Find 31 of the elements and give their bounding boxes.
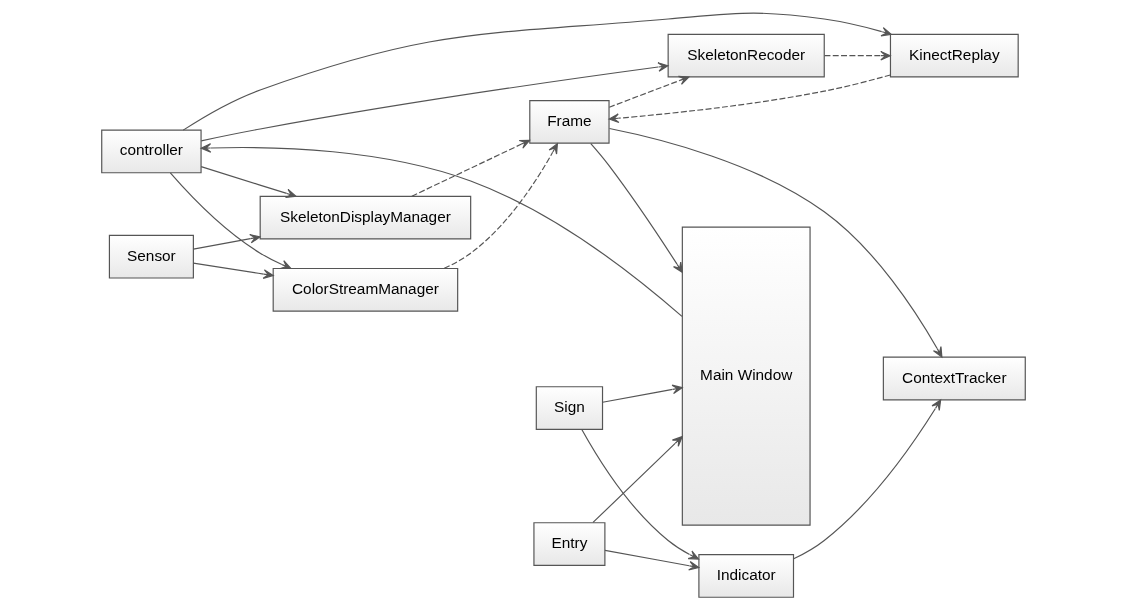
arrow xyxy=(823,50,891,61)
node-box: controller xyxy=(100,129,202,174)
node-box: Indicator xyxy=(697,554,794,598)
arrow xyxy=(608,127,942,358)
arrow xyxy=(192,233,260,250)
node-box: Frame xyxy=(528,100,610,144)
arrow xyxy=(608,74,891,124)
node-box: SkeletonDisplayManager xyxy=(259,195,471,240)
node-box: ColorStreamManager xyxy=(272,267,458,312)
arrow xyxy=(608,75,689,108)
arrow xyxy=(792,399,941,560)
arrow xyxy=(169,172,291,270)
node-box: Main Window xyxy=(681,226,811,526)
node-box: SkeletonRecoder xyxy=(667,33,825,78)
arrow xyxy=(591,436,683,524)
node-box: Entry xyxy=(532,522,605,566)
node-box: Sensor xyxy=(108,234,194,279)
arrow xyxy=(601,384,683,403)
node-box: Sign xyxy=(535,386,603,430)
node-box: ContextTracker xyxy=(882,356,1026,401)
arrow xyxy=(410,139,530,197)
arrow xyxy=(200,143,683,317)
node-box: KinectReplay xyxy=(889,33,1019,78)
arrow xyxy=(580,428,699,560)
arrow xyxy=(200,62,668,142)
arrow xyxy=(200,166,296,199)
arrow xyxy=(589,143,683,273)
arrow xyxy=(192,262,274,279)
arrow xyxy=(182,12,892,131)
arrow xyxy=(443,143,558,269)
arrow xyxy=(603,549,699,571)
